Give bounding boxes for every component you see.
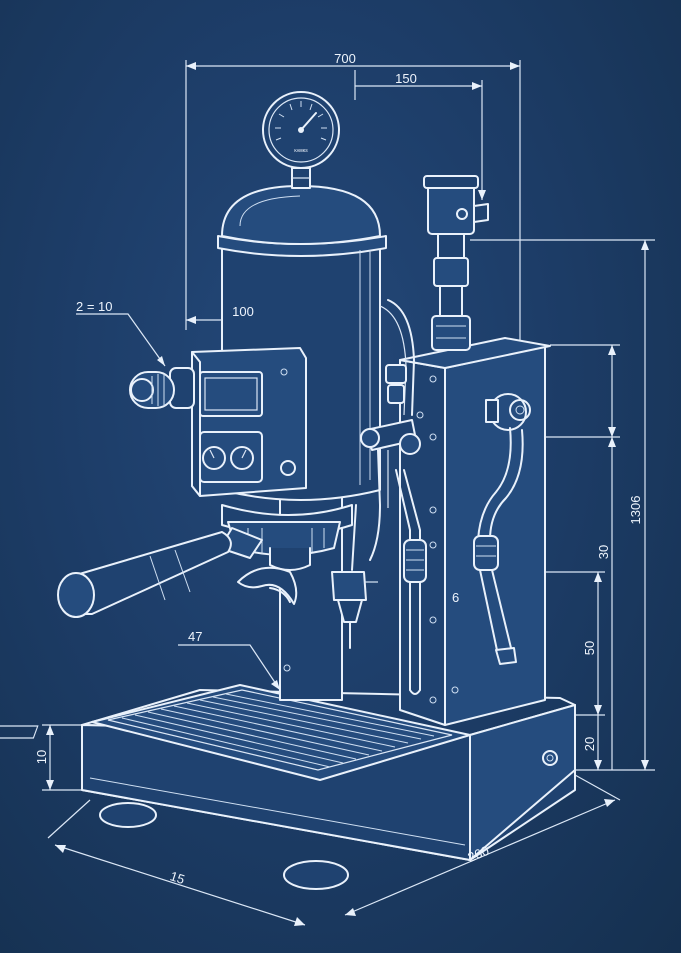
dim-gauge-offset: 150 xyxy=(395,71,417,86)
dim-base-depth: 15 xyxy=(168,868,186,887)
hot-water-wand[interactable] xyxy=(395,469,427,695)
left-dial-icon[interactable] xyxy=(202,446,226,470)
spout xyxy=(237,566,298,605)
display-window xyxy=(199,371,263,417)
dim-knob-note: 2 = 10 xyxy=(76,299,113,314)
gauge-label: ᴋᴀᴍᴋs xyxy=(294,148,308,154)
top-fitting xyxy=(423,175,489,351)
pressure-gauge: ᴋᴀᴍᴋs xyxy=(262,91,340,169)
group-head xyxy=(221,504,353,571)
dim-tray-note: 47 xyxy=(188,629,202,644)
dim-base-height: 10 xyxy=(34,750,49,764)
control-box xyxy=(129,347,307,497)
dim-lower-section: 20 xyxy=(582,737,597,751)
dim-overall-height: 1306 xyxy=(628,496,643,525)
dim-middle-section: 50 xyxy=(582,641,597,655)
portafilter-handle[interactable] xyxy=(57,527,263,618)
indicator-light xyxy=(280,460,296,476)
dim-overall-width: 700 xyxy=(334,51,356,66)
right-dial-icon[interactable] xyxy=(230,446,254,470)
drip-tray xyxy=(0,684,471,781)
dim-wand-note: 6 xyxy=(452,590,459,605)
steam-valve xyxy=(331,299,421,649)
dim-upper-section: 30 xyxy=(596,545,611,559)
dim-box-width: 100 xyxy=(232,304,254,319)
steam-wand[interactable] xyxy=(473,393,531,665)
